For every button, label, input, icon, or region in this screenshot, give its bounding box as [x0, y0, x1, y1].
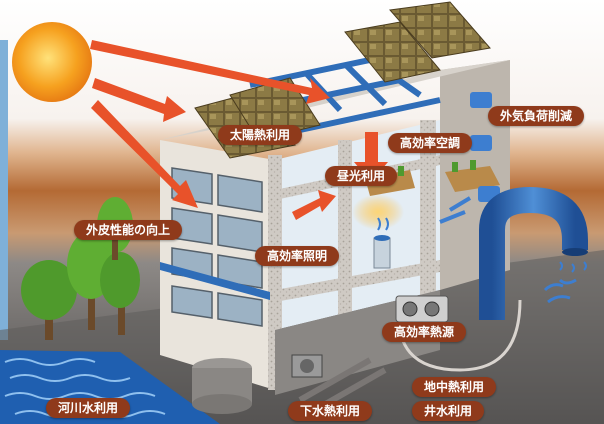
front-windows: [171, 167, 263, 327]
ac-units: [439, 92, 500, 224]
label-lighting: 高効率照明: [255, 246, 340, 266]
daylight-glow: [352, 194, 404, 230]
column-middle: [338, 140, 352, 355]
river-water-tank: [192, 358, 252, 414]
label-daylight: 昼光利用: [325, 166, 398, 186]
sun: [12, 22, 92, 102]
trees: [21, 197, 140, 340]
outdoor-air-pipe: [479, 186, 588, 320]
label-sewage-heat: 下水熱利用: [288, 401, 373, 421]
label-envelope: 外皮性能の向上: [74, 220, 183, 240]
label-well-water: 井水利用: [412, 401, 485, 421]
sewage-pump: [291, 354, 387, 413]
left-edge-strip: [0, 40, 8, 340]
label-solar-heat: 太陽熱利用: [218, 125, 303, 145]
light-tube: [373, 217, 391, 269]
label-hvac: 高効率空調: [388, 133, 473, 153]
label-river-water: 河川水利用: [46, 398, 131, 418]
front-ledge: [160, 262, 270, 300]
heat-source-machine: [395, 295, 449, 323]
label-heat-source: 高効率熱源: [382, 322, 467, 342]
label-geothermal: 地中熱利用: [412, 377, 497, 397]
label-outdoor-load: 外気負荷削減: [488, 106, 585, 126]
floor-slab-lower: [275, 260, 440, 302]
